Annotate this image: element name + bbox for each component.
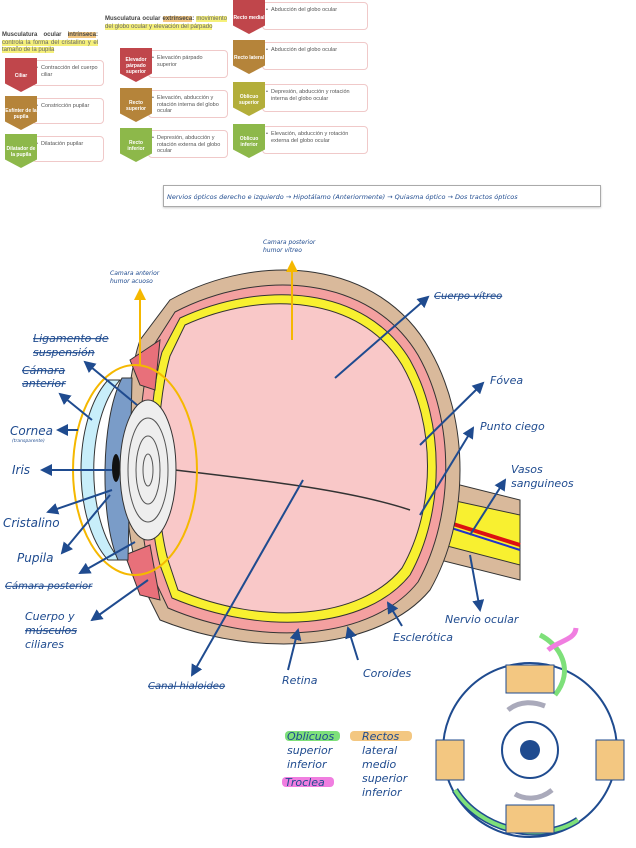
label-coroides: Coroides — [363, 667, 411, 680]
label-nervio-ocular: Nervio ocular — [445, 613, 520, 626]
optic-pathway-box: Nervios ópticos derecho e izquierdo → Hi… — [163, 185, 601, 207]
cornea — [80, 379, 122, 561]
label-cornea-note: (transparente) — [12, 438, 45, 444]
intrinseca-heading: Musculatura ocular intrínseca: controla … — [2, 32, 98, 53]
extrinseca-heading: Musculatura ocular extrínseca: movimient… — [105, 16, 227, 30]
label-camara-posterior: Cámara posterior — [5, 580, 93, 592]
muscle-function-box: Abducción del globo ocular — [262, 2, 368, 30]
muscle-chevron: Ciliar — [5, 58, 37, 92]
ciliary-body-top — [129, 338, 161, 391]
label-punto-ciego: Punto ciego — [480, 420, 545, 433]
muscle-chevron: Recto inferior — [120, 128, 152, 162]
label-cornea: Cornea — [10, 424, 53, 438]
legend-troclea: Troclea — [285, 776, 325, 789]
label-camara-anterior: Camara anterior — [110, 270, 160, 277]
muscle-chevron: Dilatador de la pupila — [5, 134, 37, 168]
muscle-chevron: Recto lateral — [233, 40, 265, 74]
muscle-function-box: Depresión, abducción y rotación interna … — [262, 84, 368, 112]
label-ciliares: ciliares — [25, 638, 64, 651]
lens — [119, 399, 177, 541]
label-humor-vitreo: humor vítreo — [263, 247, 302, 254]
muscle-function-box: Elevación, abducción y rotación externa … — [262, 126, 368, 154]
muscle-function-box: Elevación párpado superior — [148, 50, 228, 78]
label-vasos: Vasos — [511, 463, 543, 476]
legend-oblicuo-superior: superior — [287, 744, 334, 757]
muscle-chevron: Oblicuo inferior — [233, 124, 265, 158]
muscle-chevron: Esfínter de la pupila — [5, 96, 37, 130]
muscle-chevron: Recto medial — [233, 0, 265, 34]
label-pupila: Pupila — [17, 551, 53, 565]
hyaloid-canal — [174, 469, 411, 511]
legend-recto-lateral: lateral — [362, 744, 397, 757]
eye-diagram: Camara anterior humor acuoso Camara post… — [3, 239, 625, 838]
label-humor-acuoso: humor acuoso — [110, 278, 153, 285]
label-cuerpo-vitreo: Cuerpo vítreo — [434, 290, 502, 302]
legend-oblicuo-inferior: inferior — [287, 758, 328, 771]
muscle-function-box: Contracción del cuerpo ciliar — [32, 60, 104, 86]
muscle-schematic — [435, 627, 625, 838]
label-esclerotica: Esclerótica — [393, 631, 453, 644]
legend-recto-medio: medio — [362, 758, 397, 771]
ciliary-body-bottom — [124, 544, 161, 601]
label-ligamento: Ligamento de — [33, 332, 109, 345]
muscle-chevron: Recto superior — [120, 88, 152, 122]
legend-recto-inferior: inferior — [362, 786, 403, 799]
muscle-function-box: Constricción pupilar — [32, 98, 104, 124]
label-anterior: anterior — [22, 377, 67, 390]
label-cuerpo-ciliar: Cuerpo y — [25, 610, 75, 623]
label-iris: Iris — [12, 463, 30, 477]
label-camara-posterior-top: Camara posterior — [263, 239, 316, 246]
label-camara-anterior-struck: Cámara — [22, 364, 65, 377]
label-canal-hialoideo: Canal hialoideo — [148, 681, 225, 692]
optic-pathway-text: Nervios ópticos derecho e izquierdo → Hi… — [167, 193, 518, 201]
label-suspension: suspensión — [33, 346, 95, 359]
muscle-chevron: Elevador párpado superior — [120, 48, 152, 82]
muscle-chevron: Oblicuo superior — [233, 82, 265, 116]
pupil — [112, 454, 120, 482]
legend-recto-superior: superior — [362, 772, 409, 785]
label-fovea: Fóvea — [490, 374, 523, 387]
muscle-function-box: Abducción del globo ocular — [262, 42, 368, 70]
label-sanguineos: sanguineos — [511, 477, 574, 490]
muscle-function-box: Elevación, abducción y rotación interna … — [148, 90, 228, 118]
legend-rectos: Rectos — [362, 730, 400, 743]
muscle-function-box: Depresión, abducción y rotación externa … — [148, 130, 228, 158]
muscle-function-box: Dilatación pupilar — [32, 136, 104, 162]
label-retina: Retina — [282, 674, 318, 687]
vitreous-body — [157, 303, 428, 614]
label-cristalino: Cristalino — [3, 516, 60, 530]
label-musculos: músculos — [25, 624, 77, 637]
legend-oblicuos: Oblicuos — [287, 730, 335, 743]
